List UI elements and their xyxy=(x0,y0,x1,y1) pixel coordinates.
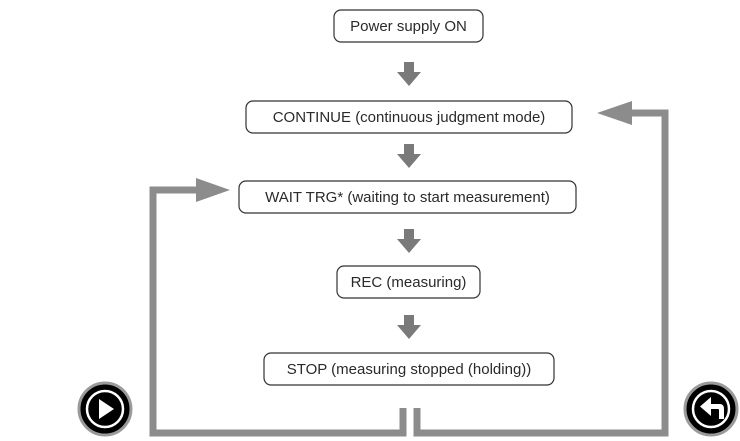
down-arrow-icon xyxy=(397,315,421,339)
loop-arrow-to-continue xyxy=(413,101,669,437)
node-continue-label: CONTINUE (continuous judgment mode) xyxy=(273,109,546,126)
node-rec: REC (measuring) xyxy=(336,265,481,299)
node-rec-label: REC (measuring) xyxy=(351,274,467,291)
down-arrow-icon xyxy=(397,62,421,86)
node-stop-label: STOP (measuring stopped (holding)) xyxy=(287,361,532,378)
node-continue: CONTINUE (continuous judgment mode) xyxy=(245,100,573,134)
play-button[interactable] xyxy=(77,381,133,437)
node-wait-label: WAIT TRG* (waiting to start measurement) xyxy=(265,189,550,206)
node-stop: STOP (measuring stopped (holding)) xyxy=(263,352,555,386)
down-arrow-icon xyxy=(397,144,421,168)
down-arrow-icon xyxy=(397,229,421,253)
play-icon xyxy=(99,399,114,419)
back-arrow-icon xyxy=(700,397,724,419)
node-power-supply-on: Power supply ON xyxy=(333,9,484,43)
loop-arrow-to-wait xyxy=(149,178,407,437)
node-wait-trg: WAIT TRG* (waiting to start measurement) xyxy=(238,180,577,214)
back-button[interactable] xyxy=(683,381,739,437)
node-power-label: Power supply ON xyxy=(350,18,467,35)
